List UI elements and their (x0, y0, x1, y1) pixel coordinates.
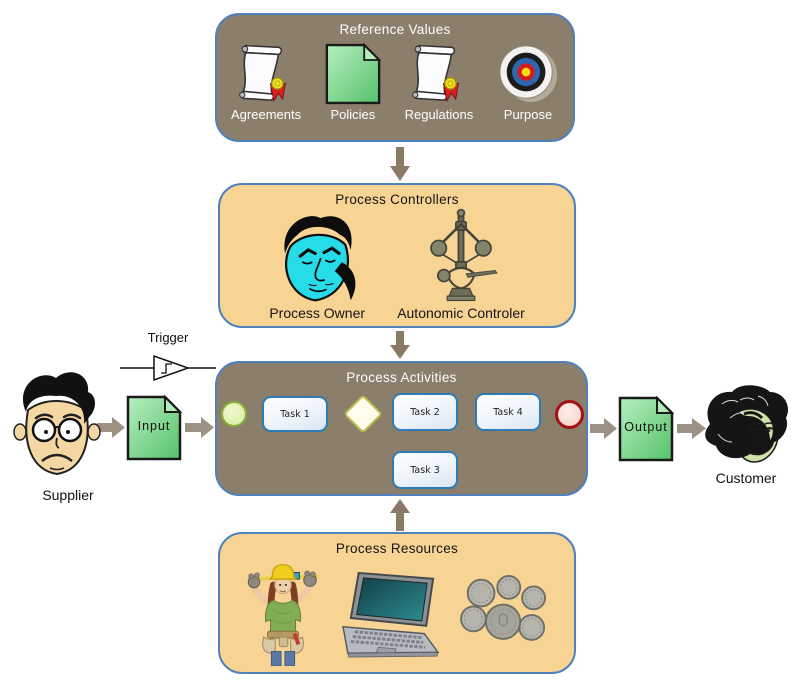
input-document: Input (126, 395, 182, 461)
green-document-icon (618, 396, 674, 462)
process-owner-item: Process Owner (269, 211, 365, 321)
policies-label: Policies (330, 107, 376, 122)
scroll-seal-icon (239, 44, 286, 103)
process-activities-title: Process Activities (346, 370, 457, 385)
supplier-face-icon (13, 372, 101, 476)
purpose-item: Purpose (497, 41, 559, 122)
supplier-label: Supplier (42, 487, 94, 503)
arrow-activities-to-output (590, 418, 617, 439)
task-2: Task 2 (392, 393, 458, 431)
centrifugal-governor-icon (430, 208, 498, 302)
task-1: Task 1 (262, 396, 328, 432)
person-face-icon (284, 216, 356, 302)
arrow-controllers-to-activities (390, 331, 410, 359)
regulations-label: Regulations (404, 107, 474, 122)
process-controllers-box: Process Controllers (218, 183, 576, 328)
task-4: Task 4 (475, 393, 541, 431)
arrow-input-to-activities (185, 417, 214, 438)
process-resources-box: Process Resources (218, 532, 576, 674)
customer-face-icon (705, 385, 789, 463)
output-label: Output (624, 420, 668, 434)
agreements-label: Agreements (231, 107, 302, 122)
input-label: Input (137, 419, 171, 433)
construction-worker-icon (247, 563, 318, 666)
trigger-label: Trigger (147, 330, 189, 345)
reference-values-box: Reference Values Agreements (215, 13, 575, 142)
green-document-icon (126, 395, 182, 461)
policies-item: Policies (325, 43, 381, 122)
process-resources-title: Process Resources (335, 541, 459, 556)
task-3: Task 3 (392, 451, 458, 489)
arrow-resources-to-activities (390, 499, 410, 531)
autonomic-controller-label: Autonomic Controler (397, 305, 525, 321)
output-document: Output (618, 396, 674, 462)
end-event (555, 400, 584, 429)
start-event (221, 401, 247, 427)
reference-values-title: Reference Values (339, 22, 451, 37)
regulations-item: Regulations (404, 39, 474, 122)
purpose-label: Purpose (503, 107, 553, 122)
customer-label: Customer (715, 470, 777, 486)
arrow-reference-to-controllers (390, 147, 410, 181)
process-controllers-title: Process Controllers (335, 192, 459, 207)
agreements-item: Agreements (231, 39, 301, 122)
green-document-icon (325, 43, 381, 105)
laptop-icon (342, 571, 440, 658)
autonomic-controller-item: Autonomic Controler (397, 207, 525, 321)
process-owner-label: Process Owner (269, 305, 366, 321)
trigger-symbol-icon (120, 354, 216, 382)
scroll-seal-icon (412, 44, 459, 103)
coins-icon (460, 574, 546, 641)
target-icon (499, 45, 558, 103)
